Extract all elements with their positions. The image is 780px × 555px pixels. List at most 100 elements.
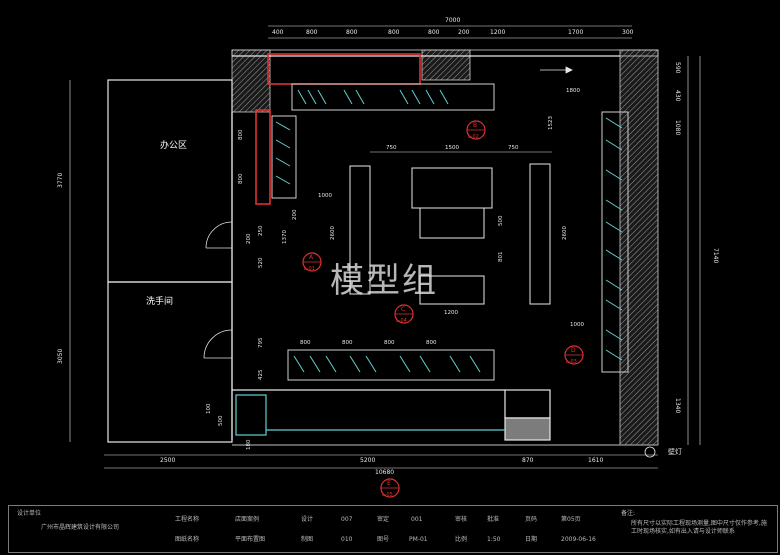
dim-top-total: 7000 bbox=[445, 17, 460, 24]
dim-right-seg: 1080 bbox=[674, 120, 681, 135]
dim-top-seg: 800 bbox=[388, 29, 400, 36]
dim-inner: 200 bbox=[246, 233, 252, 244]
dim-bottom-seg: 5200 bbox=[360, 457, 375, 464]
dim-inner: 800 bbox=[238, 129, 244, 140]
dim-inner: 2600 bbox=[330, 226, 336, 240]
marker-letter: D bbox=[571, 347, 576, 354]
dim-inner: 425 bbox=[258, 369, 264, 380]
title-block: 设计单位 广州市晶辉建筑设计有限公司 工程名称 店面案例 图纸名称 平面布置图 … bbox=[8, 505, 778, 553]
version-value: 第05页 bbox=[561, 516, 581, 523]
scale-value: 1:50 bbox=[487, 536, 501, 543]
dim-bottom-seg: 2500 bbox=[160, 457, 175, 464]
dim-top-seg: 1200 bbox=[490, 29, 505, 36]
date-value: 2009-06-16 bbox=[561, 536, 596, 543]
room-outlines bbox=[107, 55, 658, 446]
dim-inner: 801 bbox=[498, 252, 504, 263]
watermark: 模型组 bbox=[330, 261, 438, 301]
dim-bottom-seg: 1610 bbox=[588, 457, 603, 464]
dim-inner: 1800 bbox=[566, 88, 580, 94]
wall-lamp-symbol bbox=[644, 446, 656, 458]
section-marker-c: C L-04 bbox=[394, 304, 414, 324]
door-swings bbox=[203, 221, 233, 359]
dim-right-seg: 430 bbox=[674, 90, 681, 102]
bottom-dimension-text: 2500 5200 870 1610 10680 bbox=[160, 457, 603, 476]
dim-inner: 1500 bbox=[445, 145, 459, 151]
dim-right-total: 7140 bbox=[712, 248, 719, 263]
center-tables bbox=[349, 163, 551, 305]
dim-top-seg: 400 bbox=[272, 29, 284, 36]
dim-top-seg: 200 bbox=[458, 29, 470, 36]
draw-value: 010 bbox=[341, 536, 353, 543]
marker-letter: A bbox=[309, 254, 314, 261]
drawing-name-label: 图纸名称 bbox=[175, 536, 200, 543]
dim-inner: 750 bbox=[508, 145, 519, 151]
design-value: 007 bbox=[341, 516, 353, 523]
dim-inner: 100 bbox=[206, 403, 212, 414]
review-label: 审定 bbox=[377, 516, 390, 523]
dim-inner: 2600 bbox=[562, 226, 568, 240]
dim-left-lower: 3050 bbox=[57, 349, 64, 364]
dim-inner: 800 bbox=[426, 340, 437, 346]
approve-value: 批准 bbox=[487, 516, 500, 523]
dim-inner: 1523 bbox=[548, 116, 554, 130]
dim-inner: 800 bbox=[384, 340, 395, 346]
dim-inner: 180 bbox=[246, 439, 252, 450]
dim-inner: 500 bbox=[498, 215, 504, 226]
section-marker-a: A L-01 bbox=[302, 252, 322, 272]
dim-inner: 750 bbox=[386, 145, 397, 151]
drawing-name: 平面布置图 bbox=[235, 536, 266, 543]
dim-inner: 250 bbox=[258, 225, 264, 236]
dim-left-upper: 3770 bbox=[57, 173, 64, 188]
dim-inner: 1200 bbox=[444, 310, 458, 316]
dim-bottom-total: 10680 bbox=[375, 469, 394, 476]
arrow-icon bbox=[540, 66, 573, 74]
section-marker-d: D L-03 bbox=[564, 345, 584, 365]
section-markers: A L-01 B L-02 D L-03 C L-04 E L-05 bbox=[302, 120, 584, 498]
marker-letter: C bbox=[401, 306, 405, 313]
marker-code: L-04 bbox=[396, 318, 407, 324]
dim-right-seg: 1340 bbox=[674, 398, 681, 413]
review-value: 001 bbox=[411, 516, 423, 523]
design-unit-label: 设计单位 bbox=[17, 510, 42, 517]
marker-letter: E bbox=[387, 480, 391, 487]
notes-text: 所有尺寸以实际工程现场测量,图中尺寸仅作参考,施工时现场核实,如有出入请与设计师… bbox=[631, 520, 767, 535]
dim-top-seg: 300 bbox=[622, 29, 634, 36]
top-dimension-text: 7000 400 800 800 800 800 200 1200 1700 3… bbox=[272, 17, 634, 36]
project-name-label: 工程名称 bbox=[175, 516, 200, 523]
bottom-display-counter bbox=[287, 349, 495, 381]
dim-inner: 800 bbox=[238, 173, 244, 184]
design-label: 设计 bbox=[301, 516, 314, 523]
dim-inner: 800 bbox=[300, 340, 311, 346]
company-name: 广州市晶辉建筑设计有限公司 bbox=[41, 524, 120, 531]
dim-inner: 500 bbox=[218, 415, 224, 426]
right-display-shelves bbox=[601, 111, 629, 373]
walls bbox=[231, 49, 659, 446]
notes-label: 备注: bbox=[621, 510, 636, 517]
top-display-shelves bbox=[291, 83, 495, 111]
red-cabinet-left bbox=[255, 109, 271, 205]
dim-inner: 520 bbox=[258, 257, 264, 268]
room-labels: 办公区 洗手间 bbox=[146, 139, 187, 307]
dim-top-seg: 800 bbox=[346, 29, 358, 36]
project-name: 店面案例 bbox=[235, 516, 260, 523]
marker-code: L-01 bbox=[304, 266, 315, 272]
dim-inner: 800 bbox=[342, 340, 353, 346]
approve-label: 审核 bbox=[455, 516, 468, 523]
dim-bottom-seg: 870 bbox=[522, 457, 534, 464]
room-label-office: 办公区 bbox=[160, 139, 187, 151]
dim-top-seg: 800 bbox=[306, 29, 318, 36]
dim-inner: 1000 bbox=[318, 193, 332, 199]
dim-inner: 1370 bbox=[282, 230, 288, 244]
room-label-washroom: 洗手间 bbox=[146, 295, 173, 307]
marker-letter: B bbox=[473, 122, 477, 129]
dim-top-seg: 1700 bbox=[568, 29, 583, 36]
left-display-shelves bbox=[271, 115, 297, 199]
dim-right-seg: 590 bbox=[674, 62, 681, 74]
dim-inner: 1000 bbox=[570, 322, 584, 328]
dim-inner: 200 bbox=[292, 209, 298, 220]
draw-label: 制图 bbox=[301, 536, 314, 543]
side-dimension-text: 3770 3050 7140 590 430 1080 1340 bbox=[57, 62, 719, 413]
marker-code: L-03 bbox=[566, 359, 577, 365]
marker-code: L-02 bbox=[468, 134, 479, 140]
